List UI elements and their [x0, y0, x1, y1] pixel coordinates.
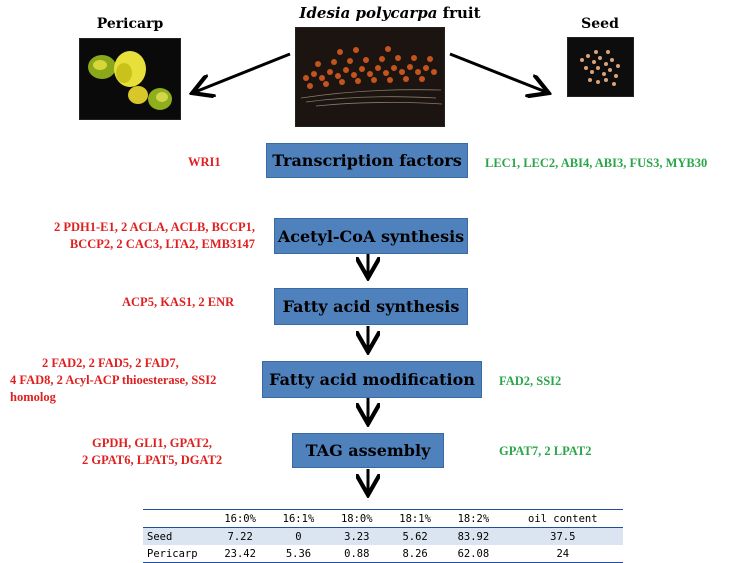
- pericarp-photo: [79, 38, 181, 120]
- table-cell: 7.22: [211, 527, 270, 545]
- figure-title: Idesia polycarpa fruit: [290, 4, 490, 22]
- table-cell: 5.62: [385, 527, 445, 545]
- green-genes-fatty-acid-modification: FAD2, SSI2: [499, 373, 561, 390]
- table-row: Pericarp 23.42 5.36 0.88 8.26 62.08 24: [143, 545, 623, 563]
- table-row: Seed 7.22 0 3.23 5.62 83.92 37.5: [143, 527, 623, 545]
- gene-line: 2 GPAT6, LPAT5, DGAT2: [82, 453, 223, 467]
- gene-line: BCCP2, 2 CAC3, LTA2, EMB3147: [69, 237, 255, 251]
- table-header-cell: 18:1%: [399, 512, 431, 525]
- red-genes-fatty-acid-modification: 2 FAD2, 2 FAD5, 2 FAD7, 4 FAD8, 2 Acyl-A…: [10, 355, 255, 406]
- arrow-to-seed: [449, 52, 546, 92]
- gene-line: FAD2, SSI2: [499, 374, 562, 388]
- table-header-cell: 16:1%: [282, 512, 315, 525]
- table-header-cell: 18:2%: [457, 512, 490, 525]
- step-box-tag-assembly: TAG assembly: [292, 433, 444, 468]
- step-box-transcription: Transcription factors: [266, 143, 468, 178]
- table-cell: 0.88: [344, 547, 370, 560]
- step-box-fatty-acid-modification: Fatty acid modification: [262, 361, 482, 398]
- gene-line: homolog: [10, 390, 56, 404]
- title-suffix: fruit: [437, 4, 481, 22]
- fruit-photo: [295, 27, 445, 127]
- green-genes-tag-assembly: GPAT7, 2 LPAT2: [499, 443, 591, 460]
- table-cell: 23.42: [224, 547, 256, 560]
- gene-line: 2 PDH1-E1, 2 ACLA, ACLB, BCCP1,: [53, 220, 255, 234]
- red-genes-acetyl-coa: 2 PDH1-E1, 2 ACLA, ACLB, BCCP1, BCCP2, 2…: [40, 219, 255, 253]
- table-cell: 83.92: [444, 527, 503, 545]
- step-box-acetyl-coa: Acetyl-CoA synthesis: [274, 218, 468, 254]
- gene-line: LEC1, LEC2, ABI4, ABI3, FUS3, MYB30: [485, 156, 708, 170]
- table-cell: 24: [556, 547, 570, 560]
- species-name: Idesia polycarpa: [299, 4, 438, 22]
- red-genes-fatty-acid-synthesis: ACP5, KAS1, 2 ENR: [122, 294, 234, 311]
- gene-line: 2 FAD2, 2 FAD5, 2 FAD7,: [42, 356, 179, 370]
- table-header-cell: 18:0%: [340, 512, 373, 525]
- red-genes-tag-assembly: GPDH, GLI1, GPAT2, 2 GPAT6, LPAT5, DGAT2: [82, 435, 222, 469]
- arrow-to-pericarp: [195, 52, 291, 92]
- table-cell: 62.08: [457, 547, 490, 560]
- table-row-label: Pericarp: [147, 547, 198, 560]
- gene-line: ACP5, KAS1, 2 ENR: [122, 295, 235, 309]
- table-header-cell: [143, 510, 211, 528]
- table-header-cell: 16:0%: [224, 512, 256, 525]
- table-cell: 37.5: [502, 527, 623, 545]
- step-box-fatty-acid-synthesis: Fatty acid synthesis: [274, 288, 468, 325]
- table-cell: 8.26: [402, 547, 428, 560]
- gene-line: GPDH, GLI1, GPAT2,: [92, 436, 213, 450]
- table-cell: 0: [269, 527, 328, 545]
- table-row-label: Seed: [143, 527, 211, 545]
- table-cell: 5.36: [285, 547, 312, 560]
- seed-photo: [567, 37, 634, 97]
- gene-line: GPAT7, 2 LPAT2: [499, 444, 592, 458]
- green-genes-transcription: LEC1, LEC2, ABI4, ABI3, FUS3, MYB30: [485, 155, 707, 172]
- table-header-cell: oil content: [528, 512, 598, 525]
- red-genes-transcription: WRI1: [188, 154, 221, 171]
- gene-line: 4 FAD8, 2 Acyl-ACP thioesterase, SSI2: [10, 373, 217, 387]
- gene-line: WRI1: [188, 155, 221, 169]
- seed-label: Seed: [581, 16, 619, 32]
- table-header-row: 16:0% 16:1% 18:0% 18:1% 18:2% oil conten…: [143, 509, 623, 528]
- table-cell: 3.23: [327, 527, 386, 545]
- oil-composition-table: 16:0% 16:1% 18:0% 18:1% 18:2% oil conten…: [143, 509, 623, 563]
- pericarp-label: Pericarp: [96, 16, 164, 32]
